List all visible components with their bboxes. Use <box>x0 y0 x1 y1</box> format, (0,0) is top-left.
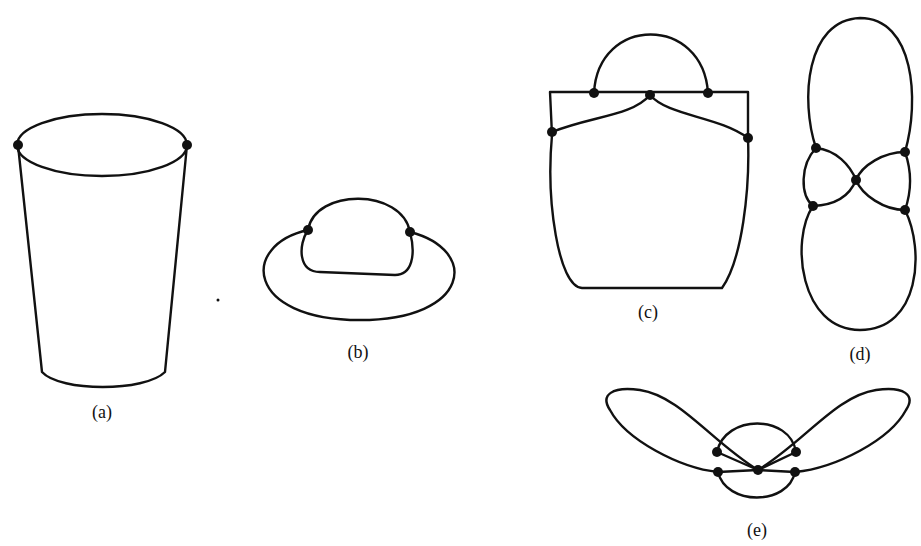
stray-dot <box>217 299 220 302</box>
figure-caption: (b) <box>348 342 369 363</box>
figure-caption: (d) <box>850 344 871 365</box>
hat-figure <box>264 199 455 320</box>
bow-figure <box>607 389 910 497</box>
cup-figure <box>13 114 192 387</box>
figure-caption: (e) <box>747 520 767 541</box>
figure-caption: (a) <box>92 402 112 423</box>
figure-caption: (c) <box>638 302 658 323</box>
double-loop-figure <box>802 18 916 330</box>
bag-figure <box>547 35 753 289</box>
